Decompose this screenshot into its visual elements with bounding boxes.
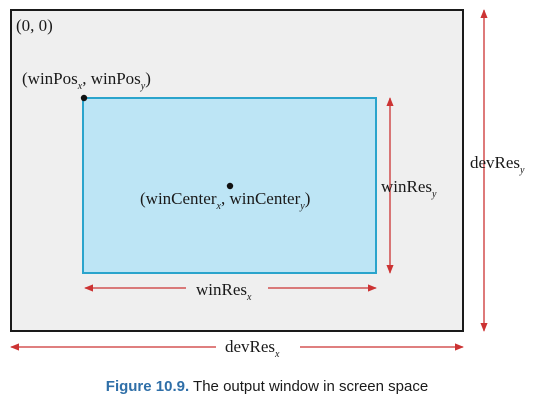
figure-number: Figure 10.9. <box>105 378 190 395</box>
figure-caption: Figure 10.9. The output window in screen… <box>0 378 534 395</box>
win-res-x-label: winResx <box>196 280 252 303</box>
origin-label: (0, 0) <box>16 16 53 35</box>
win-pos-point <box>80 94 88 102</box>
caption-text: The output window in screen space <box>189 378 429 395</box>
win-pos-label: (winPosx, winPosy) <box>22 69 151 92</box>
win-center-label: (winCenterx, winCentery) <box>140 189 311 212</box>
win-res-y-label: winResy <box>381 177 437 200</box>
win-center-point <box>226 182 234 190</box>
dev-res-x-label: devResx <box>225 337 280 360</box>
dev-res-y-label: devResy <box>470 153 525 176</box>
